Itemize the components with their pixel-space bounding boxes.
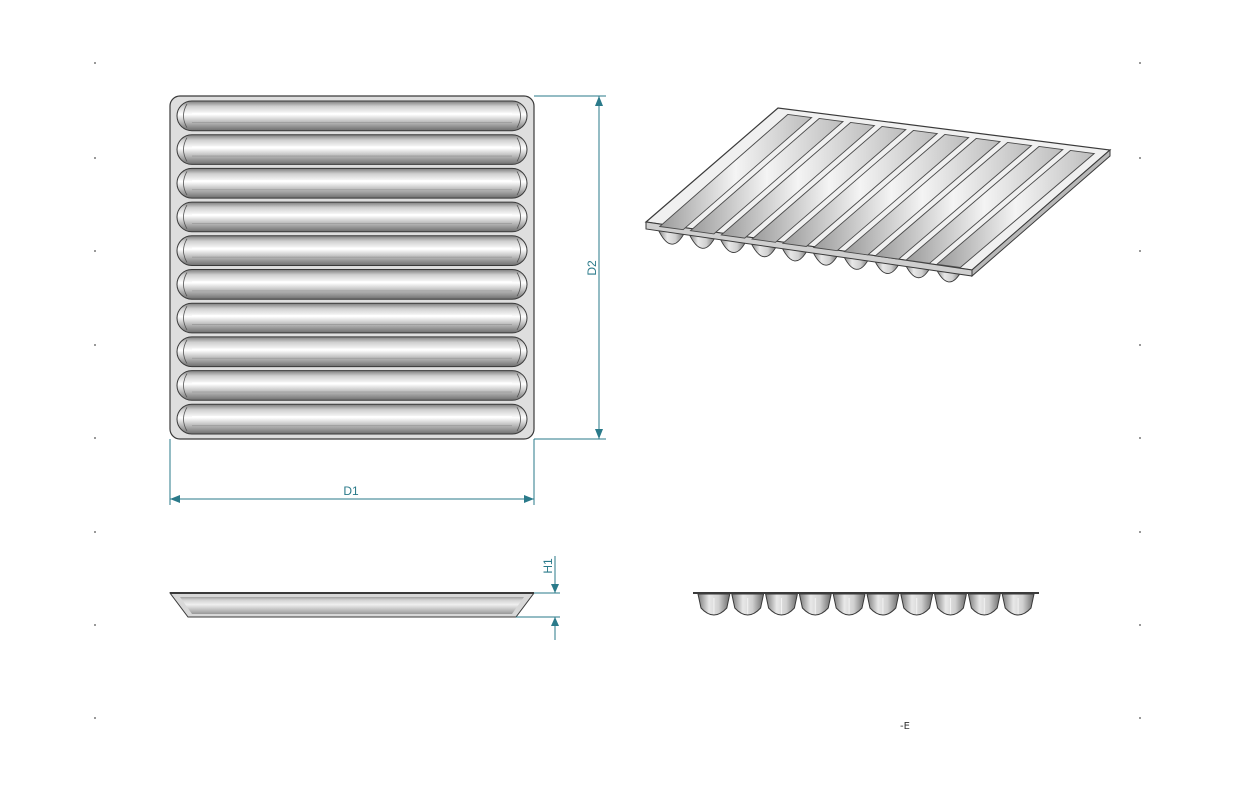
side-cup-row [697, 593, 1035, 616]
channel [176, 167, 528, 199]
channel [176, 201, 528, 233]
channel [176, 403, 528, 435]
border-ticks [94, 62, 1141, 719]
iso-tray-side-edge [971, 148, 1111, 278]
iso-channel [689, 118, 845, 235]
channel [176, 370, 528, 401]
d1-label: D1 [343, 484, 359, 498]
iso-channel [720, 122, 876, 239]
iso-channel [781, 130, 939, 247]
channel-group [176, 100, 528, 435]
iso-channel [751, 126, 907, 243]
small-mark: -E [900, 721, 910, 732]
channel [176, 302, 528, 334]
channel [176, 269, 528, 300]
channel [176, 134, 528, 165]
top-view [169, 95, 535, 440]
dimension-d1 [169, 439, 535, 505]
iso-channel [843, 138, 1002, 256]
dimension-d2 [534, 95, 606, 440]
iso-channel [935, 150, 1096, 268]
channel [176, 100, 528, 132]
iso-channel [658, 114, 813, 231]
iso-channel-group [658, 114, 1096, 268]
h1-label: H1 [541, 558, 555, 574]
dimension-h1 [516, 556, 560, 640]
isometric-view [644, 107, 1112, 283]
iso-channel [905, 146, 1064, 264]
iso-channel [874, 142, 1033, 260]
channel [176, 235, 528, 267]
side-view [693, 592, 1039, 616]
d2-label: D2 [585, 260, 599, 276]
channel [176, 336, 528, 368]
iso-channel [812, 134, 970, 252]
front-view [169, 592, 535, 618]
